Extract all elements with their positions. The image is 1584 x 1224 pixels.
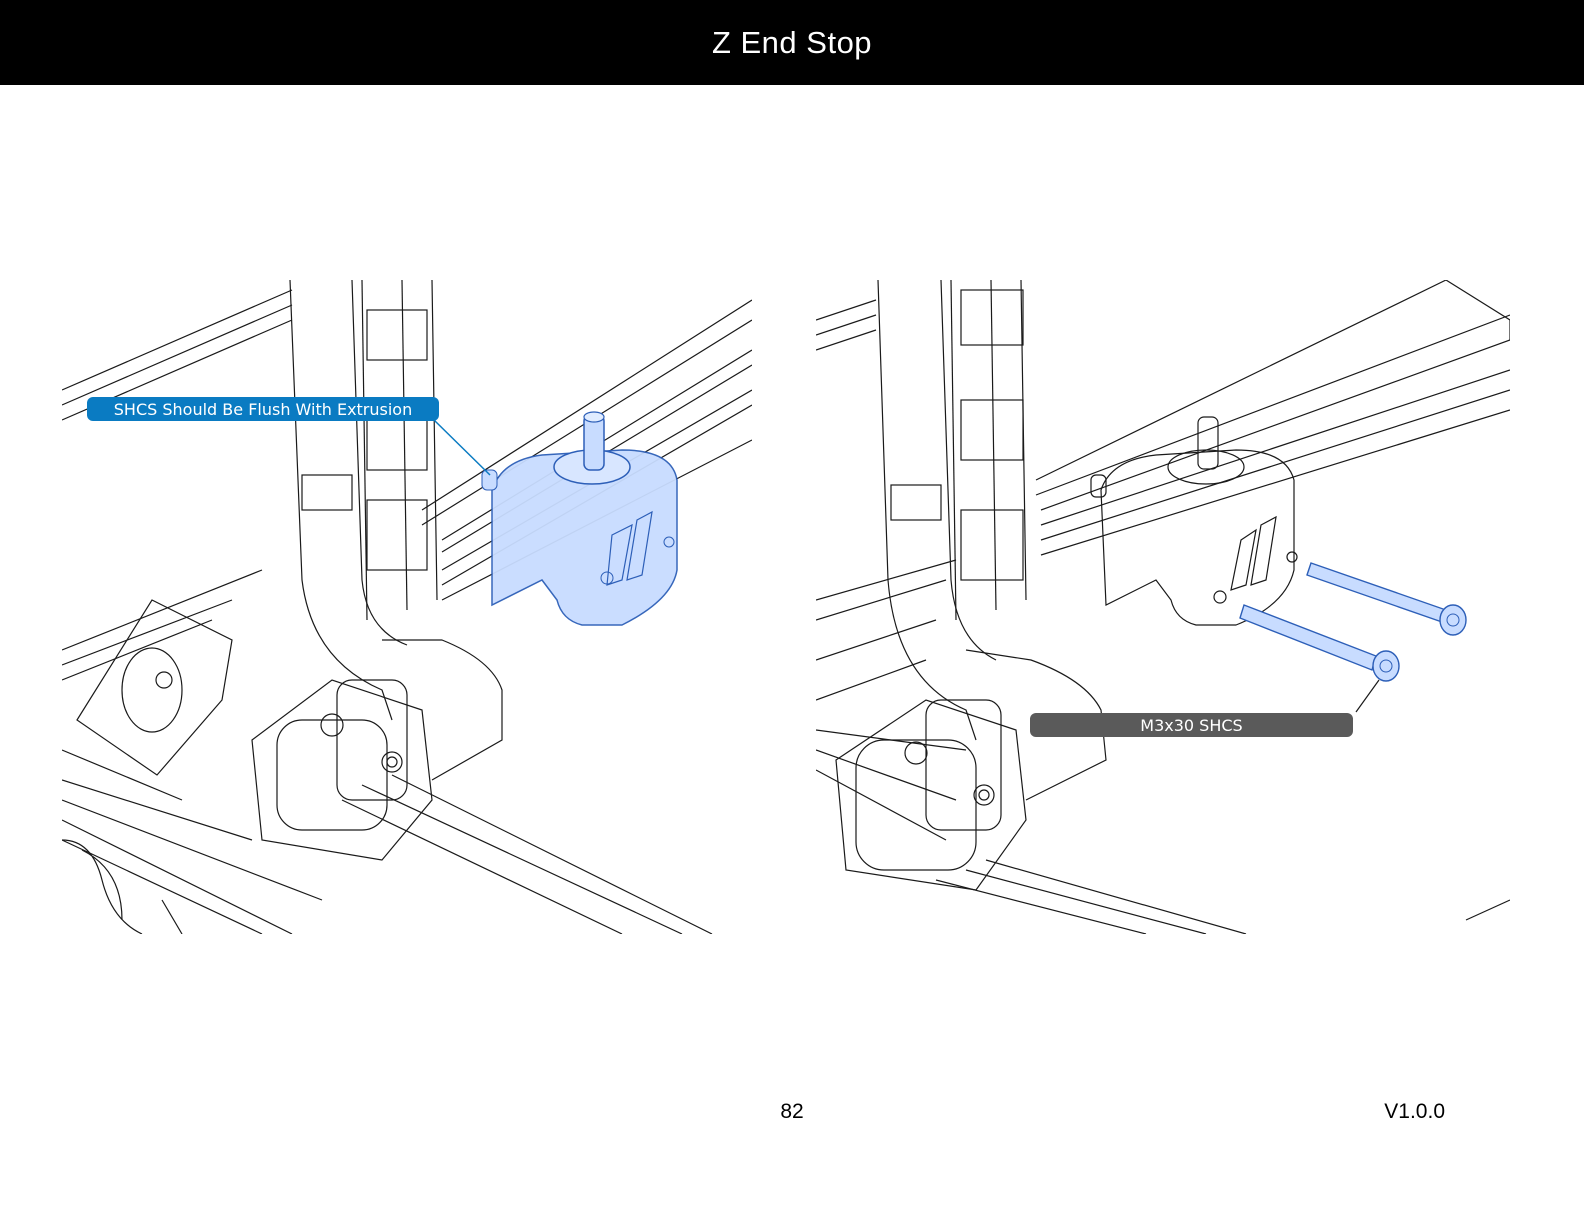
illustration-endstop-screws (816, 280, 1510, 934)
version-label: V1.0.0 (1384, 1100, 1445, 1123)
callout-screw-label: M3x30 SHCS (1030, 713, 1353, 737)
line-drawing (816, 280, 1510, 934)
callout-flush-note: SHCS Should Be Flush With Extrusion (87, 397, 439, 421)
highlighted-endstop-part (433, 411, 678, 626)
page-title: Z End Stop (711, 24, 873, 60)
callout-flush-note-text: SHCS Should Be Flush With Extrusion (113, 399, 413, 419)
illustration-endstop-mounted (62, 280, 752, 934)
page-number: 82 (780, 1100, 804, 1123)
header-bar: Z End Stop (0, 0, 1584, 85)
highlighted-screws (1239, 562, 1467, 713)
callout-screw-label-text: M3x30 SHCS (1140, 715, 1243, 735)
